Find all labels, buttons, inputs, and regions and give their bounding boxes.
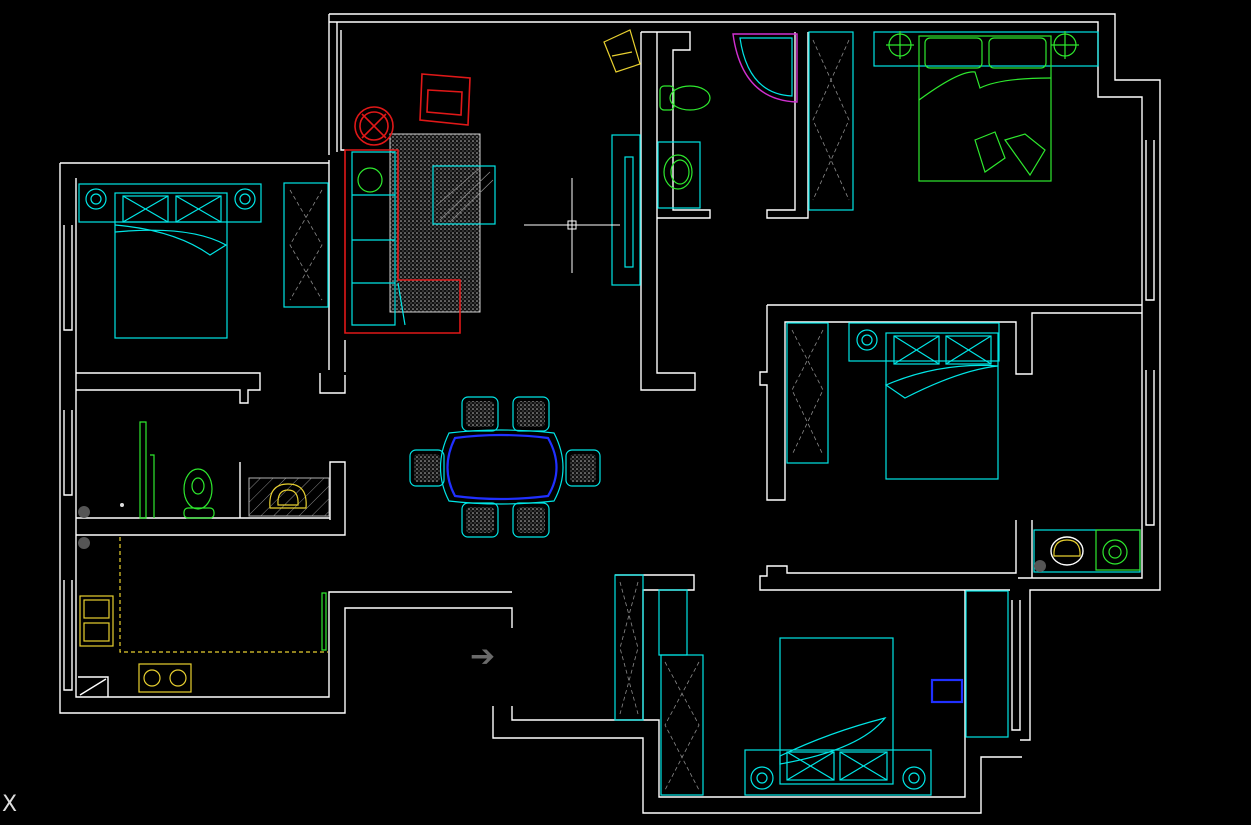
wardrobe <box>660 654 704 796</box>
bed <box>114 192 228 339</box>
top-bathroom <box>657 31 854 211</box>
washing-machine <box>1095 529 1141 571</box>
sofa <box>344 149 461 334</box>
toilet <box>183 468 213 510</box>
lamp <box>603 29 641 73</box>
kitchen <box>78 537 328 697</box>
arrow-right-icon: ➔ <box>470 639 496 674</box>
armchair <box>419 73 471 126</box>
left-bathroom <box>78 421 330 549</box>
cabinet <box>808 31 854 211</box>
left-bedroom <box>78 182 329 339</box>
shelf <box>614 574 644 721</box>
desk <box>965 590 1009 738</box>
toilet <box>669 85 711 111</box>
walls <box>59 13 1161 814</box>
middle-bedroom <box>786 322 1000 480</box>
bottom-bedroom <box>614 574 1009 796</box>
wardrobe <box>786 322 829 464</box>
chair <box>930 678 964 704</box>
wash-basin <box>1050 536 1084 566</box>
tv-cabinet <box>611 134 641 286</box>
ucs-axis-icon: X <box>2 792 18 817</box>
bed <box>918 35 1052 182</box>
kitchen-sink <box>79 595 114 647</box>
bed <box>885 332 999 480</box>
laundry <box>1033 529 1141 573</box>
rug <box>389 133 481 313</box>
cursor-crosshair-icon <box>524 178 620 273</box>
wash-basin <box>663 154 693 190</box>
master-bedroom <box>873 31 1099 182</box>
bed <box>779 637 894 785</box>
coffee-table <box>432 165 496 225</box>
wardrobe <box>283 182 329 308</box>
bathtub <box>732 33 798 103</box>
dining-set <box>409 396 601 538</box>
dining-table <box>446 433 558 501</box>
stove <box>138 663 192 693</box>
living-room <box>344 29 641 334</box>
side-table <box>354 106 394 146</box>
